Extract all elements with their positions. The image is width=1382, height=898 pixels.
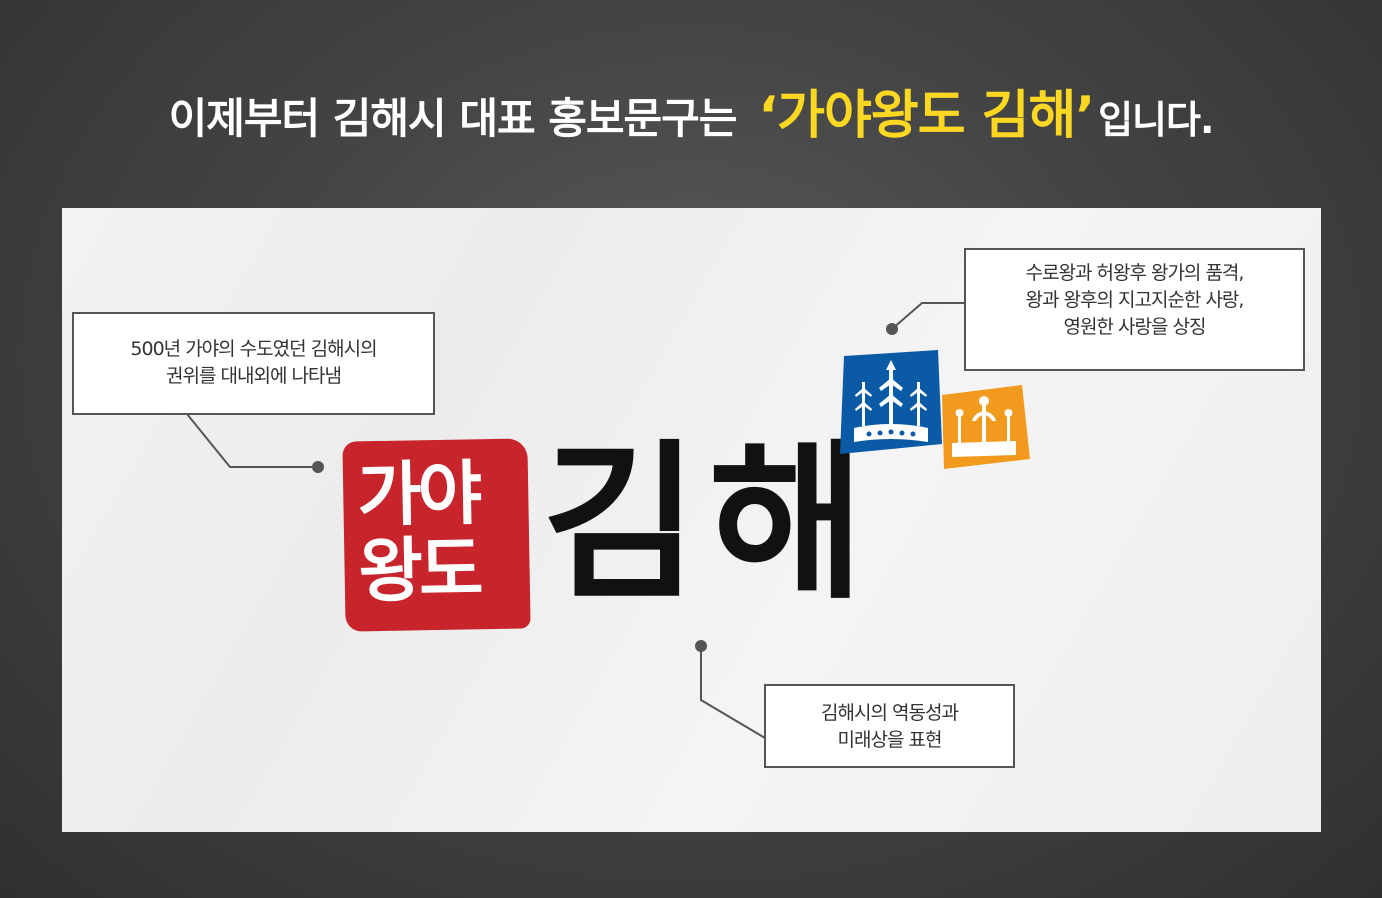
seal-line-2: 왕도	[357, 528, 481, 613]
callout-left: 500년 가야의 수도였던 김해시의 권위를 대내외에 나타냄	[72, 312, 435, 415]
callout-left-line-2: 권위를 대내외에 나타냄	[166, 365, 342, 387]
seal-line-1: 가야	[356, 452, 479, 537]
callout-right-line-2: 왕과 왕후의 지고지순한 사랑,	[1025, 289, 1245, 311]
seal-red-stamp: 가야 왕도	[342, 438, 531, 632]
callout-left-line-1: 500년 가야의 수도였던 김해시의	[130, 338, 377, 360]
headline: 이제부터 김해시 대표 홍보문구는 ‘가야왕도 김해’입니다.	[0, 86, 1382, 150]
headline-suffix: 입니다.	[1098, 98, 1214, 142]
callout-bottom: 김해시의 역동성과 미래상을 표현	[764, 684, 1015, 768]
callout-bottom-line-2: 미래상을 표현	[837, 729, 943, 751]
headline-highlight: ‘가야왕도 김해’	[758, 86, 1095, 146]
logo-panel: 500년 가야의 수도였던 김해시의 권위를 대내외에 나타냄 수로왕과 허왕후…	[62, 208, 1321, 832]
headline-prefix: 이제부터 김해시 대표 홍보문구는	[168, 94, 738, 143]
callout-bottom-line-1: 김해시의 역동성과	[821, 702, 959, 724]
orange-crown-icon	[942, 385, 1030, 469]
logo-main-text: 김해	[542, 423, 875, 623]
callout-right-line-1: 수로왕과 허왕후 왕가의 품격,	[1025, 262, 1245, 284]
blue-crown-icon	[840, 350, 942, 454]
callout-right: 수로왕과 허왕후 왕가의 품격, 왕과 왕후의 지고지순한 사랑, 영원한 사랑…	[964, 248, 1305, 371]
callout-leader-lines	[186, 302, 965, 739]
callout-right-line-3: 영원한 사랑을 상징	[1063, 316, 1207, 338]
